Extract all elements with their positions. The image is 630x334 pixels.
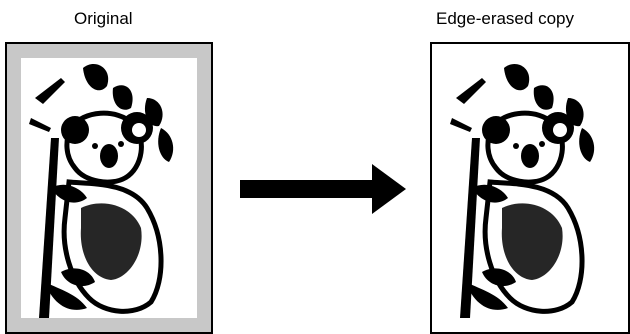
right-arrow-icon [240, 164, 406, 214]
original-page [5, 42, 213, 334]
edge-shadow [7, 44, 211, 332]
edge-erased-copy-label: Edge-erased copy [436, 9, 574, 29]
original-label: Original [74, 9, 133, 29]
edge-erased-copy-page [430, 42, 630, 334]
copy-illustration [432, 44, 628, 332]
